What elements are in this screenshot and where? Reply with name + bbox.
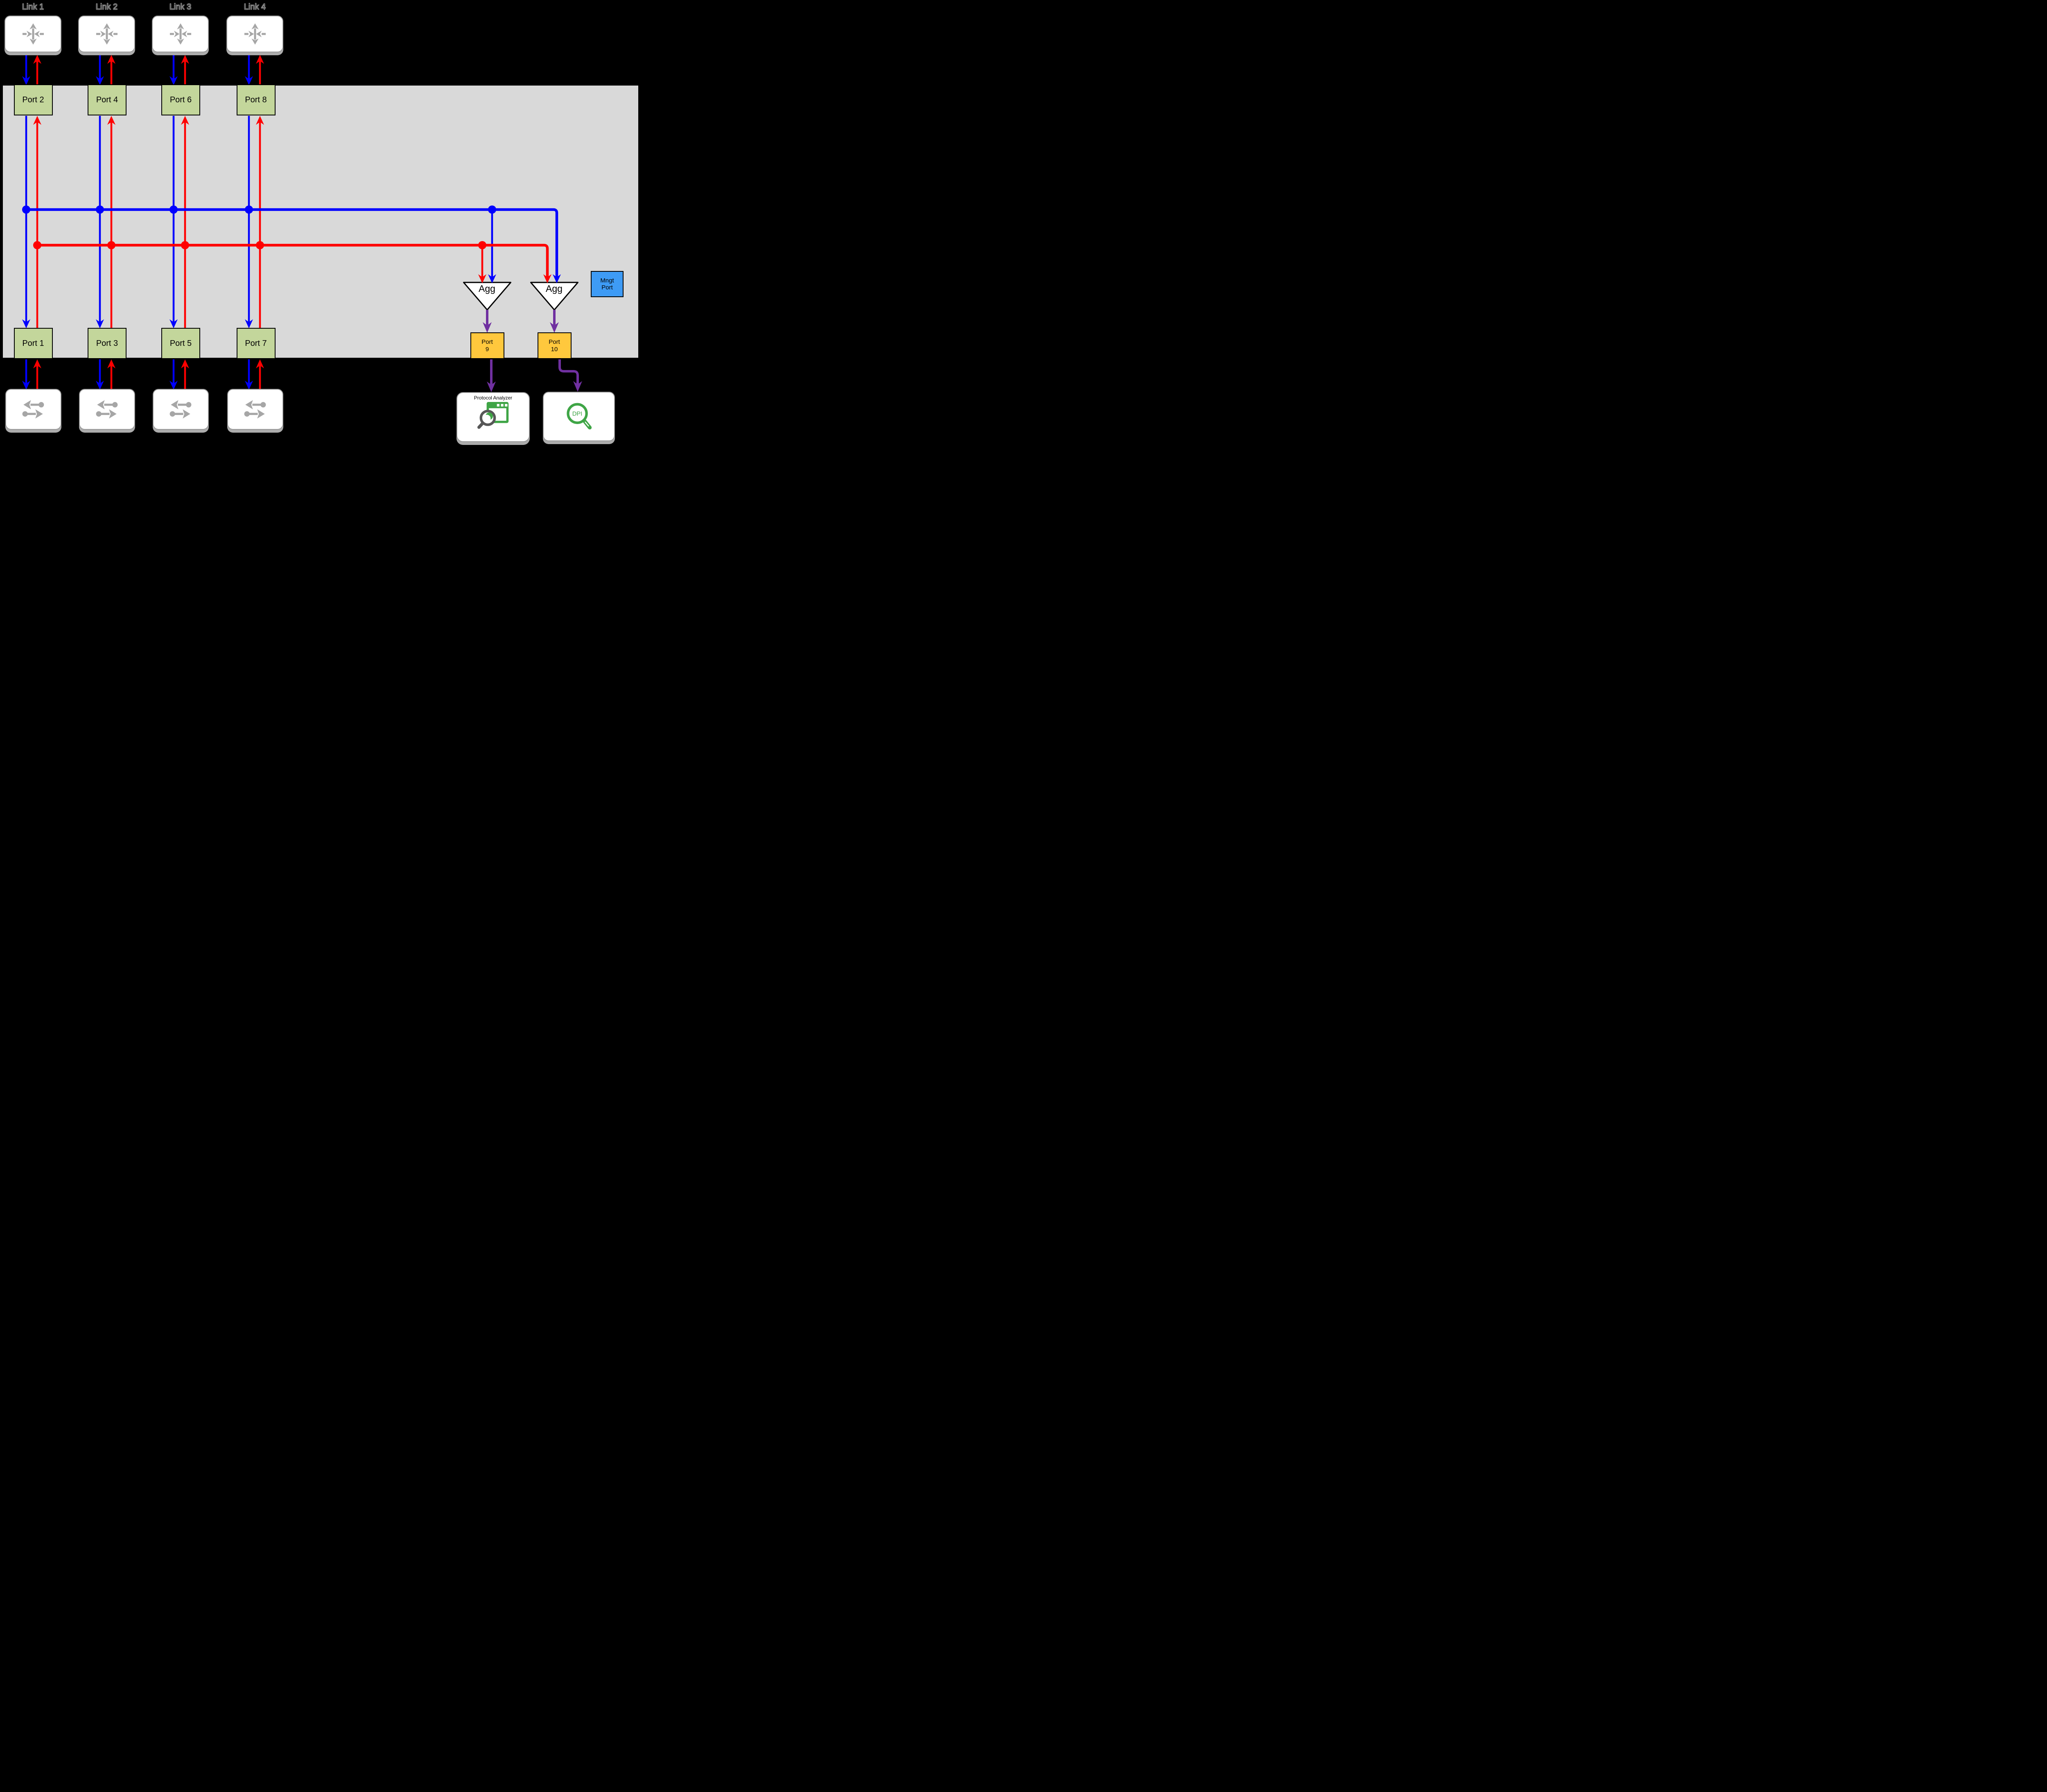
col3-ingress-blue-lines: [169, 55, 178, 390]
protocol-analyzer-icon: [477, 402, 508, 429]
protocol-analyzer-box: Protocol Analyzer: [456, 392, 530, 442]
switch-box-4: [227, 389, 283, 430]
port-label: Port 1: [22, 339, 44, 348]
mngt-port-box: Mngt Port: [591, 271, 624, 297]
link-4-label: Link 4: [244, 2, 266, 11]
mngt-port-label-line1: Mngt: [600, 277, 614, 284]
port-box-5: Port 5: [161, 328, 200, 359]
col1-egress-red-lines: [33, 55, 41, 390]
port-box-6: Port 6: [161, 84, 200, 115]
port-box-10: Port 10: [537, 332, 572, 359]
router-box-link-1: [5, 16, 61, 52]
egress-tap-bus: [33, 241, 549, 277]
ingress-tap-bus: [22, 205, 558, 277]
link-3-label: Link 3: [169, 2, 192, 11]
protocol-analyzer-label: Protocol Analyzer: [474, 395, 513, 401]
col3-egress-red-lines: [181, 55, 189, 390]
aggregator-right-label: Agg: [546, 283, 563, 294]
router-icon: [96, 23, 117, 45]
dpi-magnifier-icon: DPI: [567, 402, 592, 429]
switch-icon: [244, 400, 266, 419]
router-box-link-4: [226, 16, 283, 52]
router-box-link-2: [78, 16, 135, 52]
port-box-9: Port 9: [470, 332, 504, 359]
tool-port-label-line2: 10: [551, 345, 558, 353]
tool-port-label-line2: 9: [485, 345, 489, 353]
port-label: Port 5: [169, 339, 192, 348]
dpi-label: DPI: [572, 411, 583, 417]
link-2-label: Link 2: [95, 2, 118, 11]
router-box-link-3: [152, 16, 209, 52]
switch-box-3: [152, 389, 209, 430]
port-box-2: Port 2: [14, 84, 53, 115]
port-label: Port 2: [22, 95, 44, 104]
router-icon: [22, 23, 44, 45]
port-label: Port 3: [96, 339, 118, 348]
packet-broker-panel: [2, 84, 639, 359]
port-label: Port 7: [245, 339, 267, 348]
aggregator-input-arrowheads: [478, 274, 561, 283]
router-icon: [169, 23, 191, 45]
port-box-4: Port 4: [88, 84, 127, 115]
col4-ingress-blue-lines: [245, 55, 253, 390]
port-label: Port 6: [169, 95, 192, 104]
diagram-canvas: Link 1 Link 2 Link 3 Link 4: [0, 0, 642, 445]
link-1-label: Link 1: [22, 2, 44, 11]
port-box-1: Port 1: [14, 328, 53, 359]
col2-egress-red-lines: [107, 55, 115, 390]
mngt-port-label-line2: Port: [601, 284, 613, 291]
col1-ingress-blue-lines: [22, 55, 30, 390]
col2-ingress-blue-lines: [96, 55, 104, 390]
router-icon: [244, 23, 266, 45]
switch-icon: [96, 400, 118, 419]
aggregator-triangle-right: [530, 282, 578, 311]
port-box-8: Port 8: [236, 84, 276, 115]
port-label: Port 8: [245, 95, 267, 104]
port-box-3: Port 3: [88, 328, 127, 359]
tool-purple-lines: [483, 310, 582, 392]
dpi-box: DPI: [543, 392, 615, 441]
col4-egress-red-lines: [256, 55, 264, 390]
aggregator-left-label: Agg: [479, 283, 495, 294]
aggregator-triangle-left: [463, 282, 511, 311]
port-label: Port 4: [96, 95, 118, 104]
switch-box-2: [79, 389, 135, 430]
port-box-7: Port 7: [236, 328, 276, 359]
switch-icon: [22, 400, 44, 419]
tool-port-label-line1: Port: [481, 339, 493, 346]
switch-icon: [169, 400, 192, 419]
switch-box-1: [5, 389, 61, 430]
connections-layer: [22, 55, 582, 392]
tool-port-label-line1: Port: [549, 339, 560, 346]
